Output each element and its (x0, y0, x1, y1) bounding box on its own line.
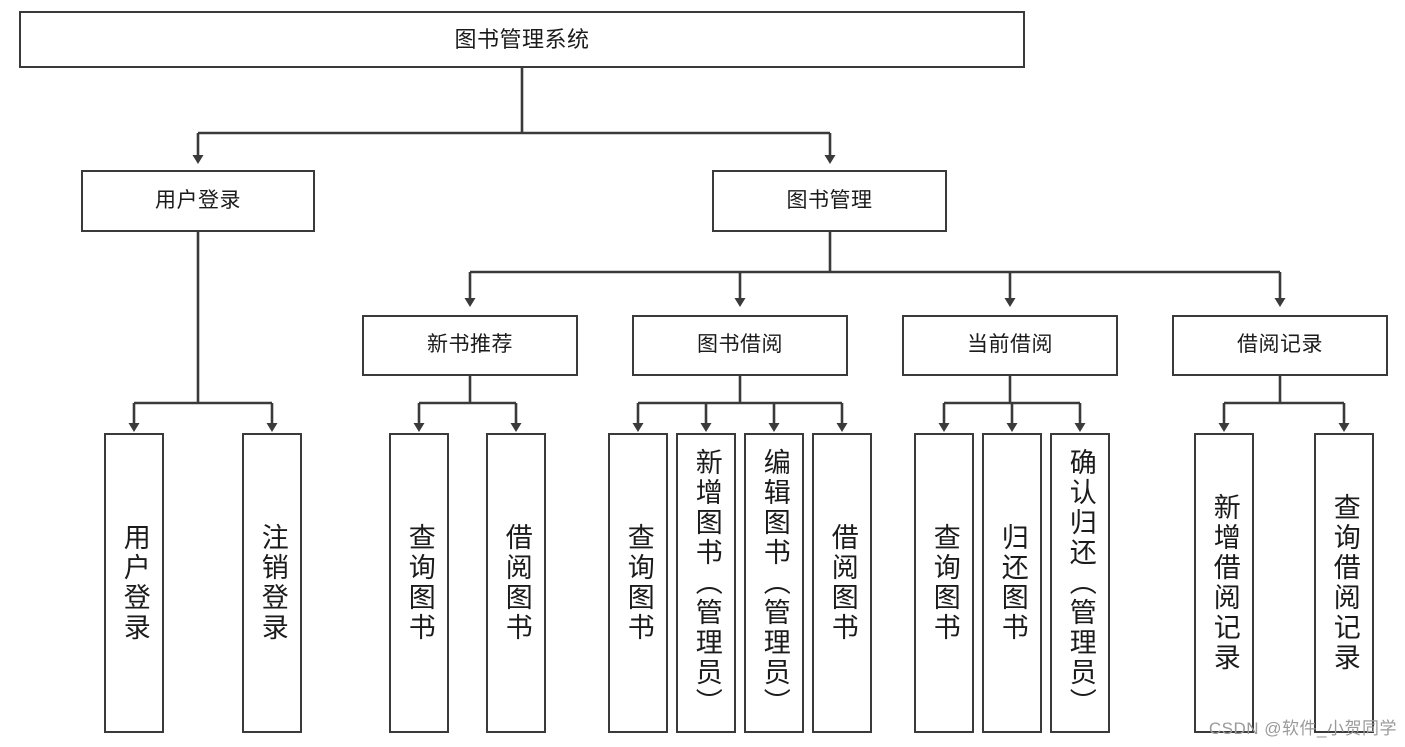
node-label: 图书管理系统 (454, 26, 590, 52)
node-label: 归还图书 (997, 523, 1028, 643)
node-leaf-confirm-return-admin[interactable]: 确认归还（管理员） (1050, 433, 1110, 733)
node-borrow-record[interactable]: 借阅记录 (1172, 315, 1388, 376)
node-root-book-management-system[interactable]: 图书管理系统 (19, 11, 1025, 68)
node-label: 图书管理 (786, 188, 873, 212)
node-leaf-query-book-borrow[interactable]: 查询图书 (608, 433, 668, 733)
node-leaf-user-logout[interactable]: 注销登录 (242, 433, 302, 733)
node-label: 用户登录 (155, 188, 241, 212)
node-label: 新增借阅记录 (1209, 493, 1240, 673)
node-label: 新增图书（管理员） (691, 448, 722, 718)
node-book-borrow[interactable]: 图书借阅 (632, 315, 848, 376)
node-label: 新书推荐 (427, 333, 513, 357)
node-book-management[interactable]: 图书管理 (712, 170, 947, 232)
node-label: 注销登录 (257, 523, 288, 643)
node-label: 查询图书 (404, 523, 435, 643)
node-user-login[interactable]: 用户登录 (81, 170, 315, 232)
node-label: 用户登录 (119, 523, 150, 643)
node-leaf-add-book-admin[interactable]: 新增图书（管理员） (676, 433, 736, 733)
node-leaf-edit-book-admin[interactable]: 编辑图书（管理员） (744, 433, 804, 733)
node-label: 当前借阅 (967, 333, 1053, 357)
node-label: 借阅图书 (501, 523, 532, 643)
node-label: 图书借阅 (697, 333, 783, 357)
node-label: 借阅记录 (1237, 333, 1323, 357)
node-current-borrow[interactable]: 当前借阅 (902, 315, 1118, 376)
node-leaf-add-borrow-record[interactable]: 新增借阅记录 (1194, 433, 1254, 733)
node-leaf-borrow-book[interactable]: 借阅图书 (812, 433, 872, 733)
node-leaf-query-book-recommend[interactable]: 查询图书 (389, 433, 449, 733)
node-leaf-user-login[interactable]: 用户登录 (104, 433, 164, 733)
node-label: 确认归还（管理员） (1065, 448, 1096, 718)
node-label: 查询图书 (623, 523, 654, 643)
node-label: 借阅图书 (827, 523, 858, 643)
node-new-book-recommend[interactable]: 新书推荐 (362, 315, 578, 376)
node-leaf-borrow-book-recommend[interactable]: 借阅图书 (486, 433, 546, 733)
node-leaf-query-book-current[interactable]: 查询图书 (914, 433, 974, 733)
node-label: 编辑图书（管理员） (759, 448, 790, 718)
node-leaf-return-book[interactable]: 归还图书 (982, 433, 1042, 733)
node-label: 查询图书 (929, 523, 960, 643)
csdn-watermark: CSDN @软件_小贺同学 (1208, 719, 1397, 738)
node-label: 查询借阅记录 (1329, 493, 1360, 673)
node-leaf-query-borrow-record[interactable]: 查询借阅记录 (1314, 433, 1374, 733)
